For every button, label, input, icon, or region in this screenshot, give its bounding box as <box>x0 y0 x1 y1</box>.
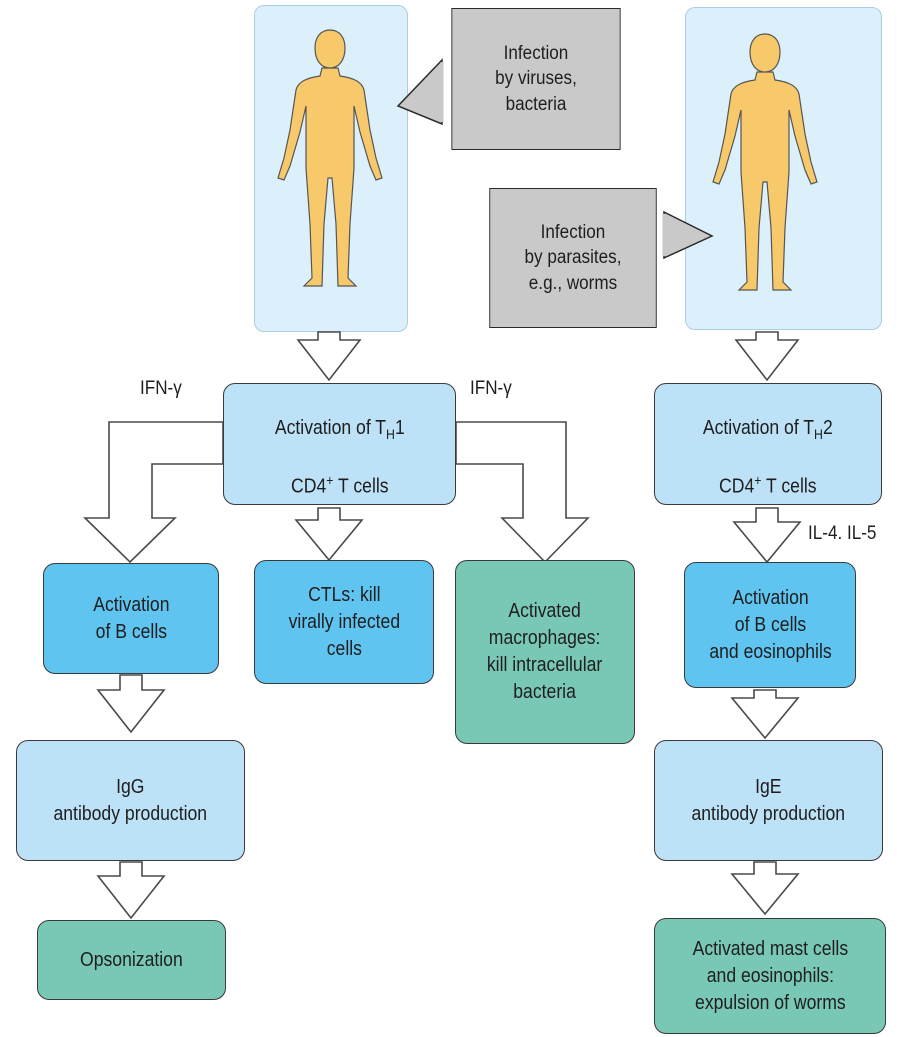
box-activated-mast-cells: Activated mast cells and eosinophils: ex… <box>654 918 886 1034</box>
box-igg-production: IgG antibody production <box>16 740 245 861</box>
arrow-bcells-eos-to-ige <box>730 689 800 740</box>
label-ifn-gamma-left: IFN-γ <box>140 378 182 399</box>
human-figure-left <box>277 29 383 287</box>
label-ifn-gamma-right: IFN-γ <box>470 378 512 399</box>
human-figure-right <box>712 33 818 291</box>
box-activation-b-cells: Activation of B cells <box>43 563 219 674</box>
arrow-bcells-to-igg <box>96 674 166 734</box>
arrow-figure-to-th2 <box>734 331 800 382</box>
box-activation-b-cells-eosinophils: Activation of B cells and eosinophils <box>684 562 856 688</box>
callout-infection-parasites: Infection by parasites, e.g., worms <box>489 188 657 328</box>
box-th1-activation: Activation of TH1 CD4+ T cells <box>223 383 456 505</box>
box-ige-production: IgE antibody production <box>654 740 883 861</box>
box-activated-macrophages: Activated macrophages: kill intracellula… <box>455 560 635 744</box>
box-opsonization: Opsonization <box>37 920 226 1000</box>
arrow-th1-to-macrophages <box>455 421 590 564</box>
arrow-th1-to-bcells <box>83 421 224 564</box>
box-ctls: CTLs: kill virally infected cells <box>254 560 434 684</box>
arrow-igg-to-opsonization <box>96 861 166 920</box>
callout-infection-viruses: Infection by viruses, bacteria <box>451 8 621 150</box>
arrow-th1-to-ctls <box>294 507 364 562</box>
box-th2-activation: Activation of TH2 CD4+ T cells <box>654 383 882 505</box>
arrow-th2-to-bcells-eos <box>732 507 802 564</box>
arrow-figure-to-th1 <box>296 331 362 382</box>
arrow-ige-to-mast-cells <box>730 861 800 916</box>
label-il4-il5: IL-4. IL-5 <box>808 523 877 544</box>
